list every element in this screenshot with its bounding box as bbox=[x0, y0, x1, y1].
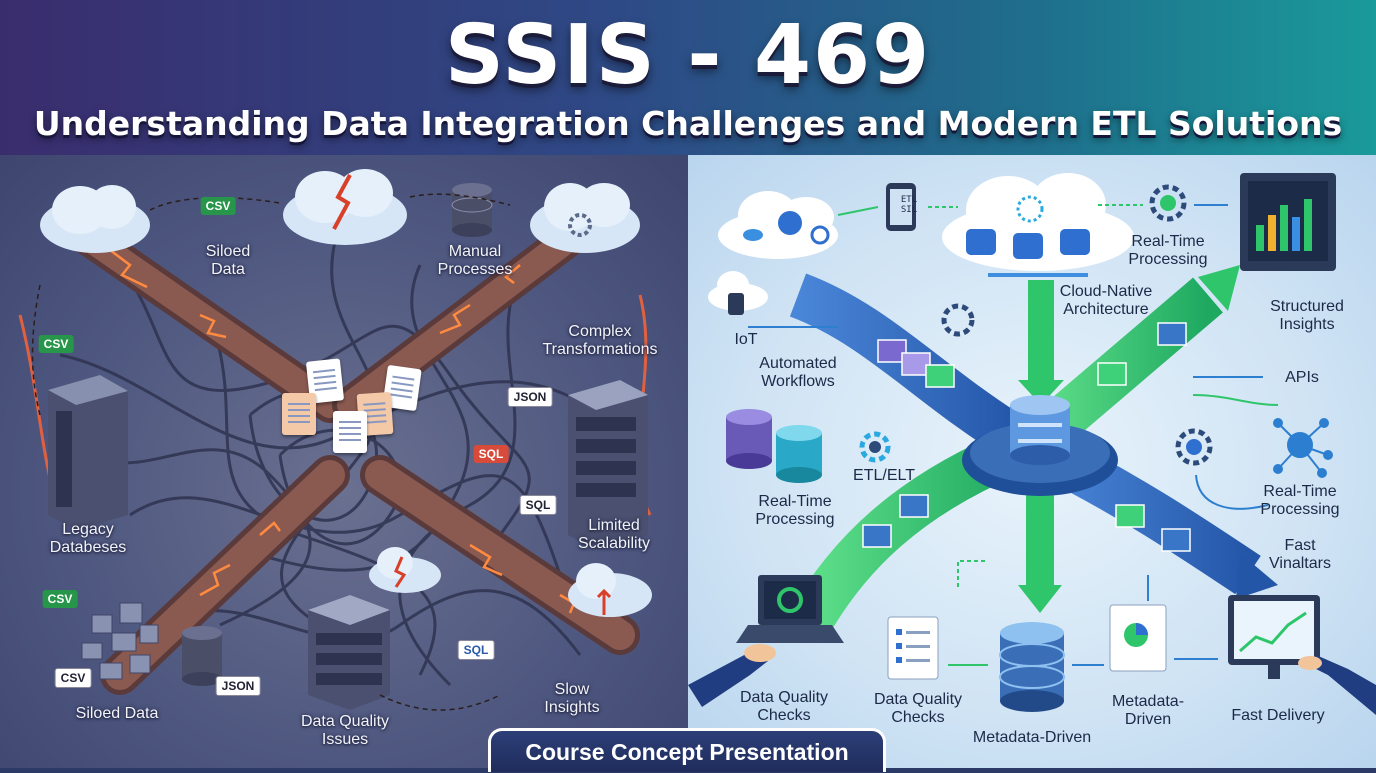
play-icon bbox=[1186, 439, 1202, 455]
label-iot: IoT bbox=[734, 331, 758, 348]
broken-cloud-small-icon bbox=[369, 547, 441, 593]
label-fast-vinaltars: Fast Vinaltars bbox=[1269, 537, 1331, 572]
scattered-blocks bbox=[81, 602, 159, 680]
sql-file-badge: SQL bbox=[457, 640, 495, 660]
sql-file-badge: SQL bbox=[519, 495, 557, 515]
label-cloud-native-architecture: Cloud-Native Architecture bbox=[1059, 283, 1153, 318]
challenges-panel: CSV CSV CSV JSON SQL SQL CSV JSON SQL Si… bbox=[0, 155, 688, 768]
label-automated-workflows: Automated Workflows bbox=[759, 355, 837, 390]
metadata-database-icon bbox=[999, 622, 1065, 712]
metadata-document-icon bbox=[1109, 604, 1167, 672]
csv-file-badge: CSV bbox=[200, 197, 236, 215]
label-real-time-processing-left: Real-Time Processing bbox=[755, 493, 835, 528]
cloud-icon bbox=[40, 185, 150, 253]
fast-delivery-monitor-icon bbox=[1228, 595, 1320, 679]
hand-pointer-icon bbox=[1298, 655, 1376, 715]
label-structured-insights: Structured Insights bbox=[1270, 298, 1344, 333]
connector-arrows bbox=[748, 204, 1279, 666]
tangled-pipeline-illustration bbox=[18, 169, 652, 711]
phone-screen-text: ETL SIL bbox=[900, 195, 918, 215]
server-rack-icon bbox=[568, 380, 648, 550]
page-subtitle: Understanding Data Integration Challenge… bbox=[33, 104, 1343, 143]
broken-cloud-icon bbox=[283, 169, 407, 245]
api-network-icon bbox=[1273, 418, 1333, 478]
cloud-native-icon bbox=[942, 173, 1134, 271]
label-real-time-processing-right: Real-Time Processing bbox=[1260, 483, 1340, 518]
database-bottom-icon bbox=[182, 626, 222, 686]
cloud-gears-icon bbox=[718, 191, 838, 259]
page-title: SSIS - 469 bbox=[444, 8, 932, 103]
label-siloed-data: Siloed Data bbox=[205, 243, 251, 278]
label-siloed-data-bottom: Siloed Data bbox=[75, 705, 159, 722]
json-file-badge: JSON bbox=[507, 387, 553, 407]
laptop-icon bbox=[736, 575, 844, 643]
dashed-arrows bbox=[31, 193, 511, 711]
label-real-time-processing-top: Real-Time Processing bbox=[1128, 233, 1208, 268]
sql-file-badge: SQL bbox=[473, 445, 509, 463]
gear-icon bbox=[859, 184, 1213, 466]
label-legacy-databases: Legacy Databeses bbox=[49, 521, 127, 556]
central-etl-hub-icon bbox=[962, 395, 1118, 496]
label-apis: APIs bbox=[1285, 369, 1319, 386]
label-fast-delivery: Fast Delivery bbox=[1231, 707, 1325, 724]
json-file-badge: JSON bbox=[215, 676, 261, 696]
label-slow-insights: Slow Insights bbox=[544, 681, 600, 716]
document-icon bbox=[282, 393, 316, 435]
label-etl-elt: ETL/ELT bbox=[853, 467, 915, 484]
server-stack-bottom-icon bbox=[308, 595, 390, 710]
label-manual-processes: Manual Processes bbox=[437, 243, 513, 278]
database-icon bbox=[451, 183, 493, 237]
data-cubes bbox=[862, 322, 1191, 552]
document-icon bbox=[333, 411, 367, 453]
cloud-upload-icon bbox=[568, 563, 652, 617]
csv-file-badge: CSV bbox=[42, 590, 78, 608]
hand-icon bbox=[688, 644, 776, 707]
label-metadata-driven-1: Metadata-Driven bbox=[972, 729, 1092, 746]
etl-hub-illustration bbox=[688, 173, 1376, 715]
dashboard-monitor-icon bbox=[1240, 173, 1336, 271]
header-banner: SSIS - 469 Understanding Data Integratio… bbox=[0, 0, 1376, 155]
label-complex-transformations: Complex Transformations bbox=[542, 323, 658, 358]
checklist-icon bbox=[887, 616, 939, 680]
label-data-quality-checks-1: Data Quality Checks bbox=[739, 689, 829, 724]
mobile-phone-icon bbox=[886, 183, 916, 231]
database-stack-icon bbox=[726, 409, 822, 483]
iot-cloud-icon bbox=[708, 271, 768, 315]
legacy-server-icon bbox=[48, 375, 128, 530]
csv-file-badge: CSV bbox=[38, 335, 74, 353]
label-limited-scalability: Limited Scalability bbox=[577, 517, 651, 552]
label-metadata-driven-2: Metadata- Driven bbox=[1111, 693, 1185, 728]
etl-gear-center bbox=[869, 441, 881, 453]
solutions-panel: ETL SIL Real-Time Processing Structured … bbox=[688, 155, 1376, 768]
label-data-quality-checks-2: Data Quality Checks bbox=[873, 691, 963, 726]
label-data-quality-issues: Data Quality Issues bbox=[300, 713, 390, 748]
gear-cloud-icon bbox=[530, 183, 640, 253]
course-concept-banner: Course Concept Presentation bbox=[488, 728, 886, 772]
play-icon bbox=[1160, 195, 1176, 211]
csv-file-badge: CSV bbox=[54, 668, 92, 688]
